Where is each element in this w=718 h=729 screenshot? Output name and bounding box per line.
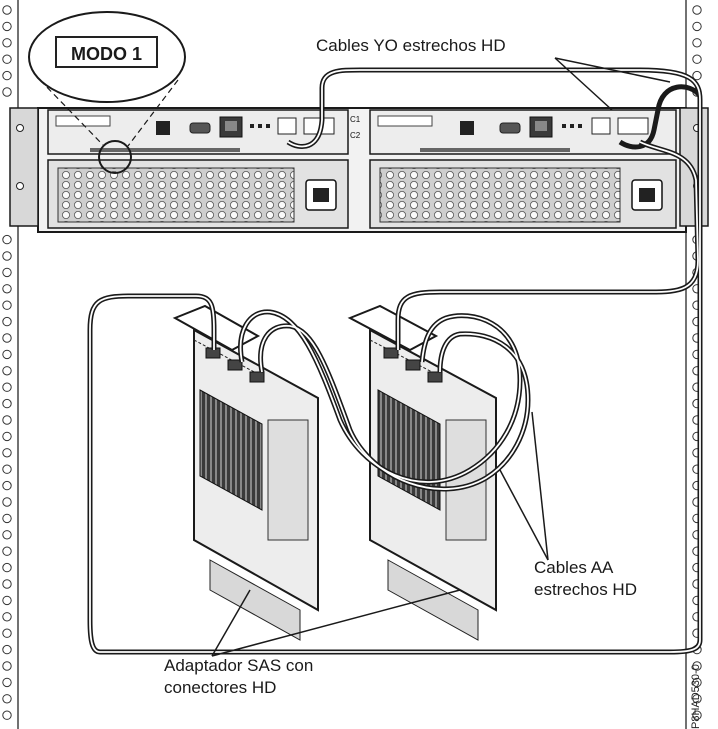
- rack-hole: [3, 334, 11, 342]
- rack-hole: [3, 531, 11, 539]
- rack-hole: [3, 465, 11, 473]
- rack-hole: [3, 498, 11, 506]
- power-supply-right: [370, 160, 676, 228]
- power-supply-left: [48, 160, 348, 228]
- sas-adapter-label-line1: Adaptador SAS con: [164, 655, 313, 677]
- aa-cables-label-line1: Cables AA: [534, 557, 637, 579]
- mode-label: MODO 1: [55, 36, 158, 68]
- rack-hole: [3, 285, 11, 293]
- rack-hole: [3, 629, 11, 637]
- rack-hole: [3, 416, 11, 424]
- rack-hole: [3, 88, 11, 96]
- rack-hole: [3, 432, 11, 440]
- aa-cables-label-line2: estrechos HD: [534, 579, 637, 601]
- rack-hole: [3, 645, 11, 653]
- rack-hole: [693, 55, 701, 63]
- rack-hole: [3, 235, 11, 243]
- sas-adapter-card-left: [175, 306, 318, 640]
- rack-hole: [3, 268, 11, 276]
- figure-code: P8HAD530-0: [690, 664, 702, 729]
- sas-adapter-label-line2: conectores HD: [164, 677, 313, 699]
- port-label-c1: C1: [350, 115, 361, 124]
- rack-hole: [3, 580, 11, 588]
- rack-hole: [693, 39, 701, 47]
- yo-cables-label: Cables YO estrechos HD: [316, 36, 506, 56]
- rack-hole: [3, 514, 11, 522]
- rack-hole: [3, 22, 11, 30]
- rack-hole: [693, 6, 701, 14]
- aa-cables-label: Cables AA estrechos HD: [534, 557, 637, 601]
- port-label-c2: C2: [350, 131, 361, 140]
- rack-hole: [3, 711, 11, 719]
- rack-hole: [693, 22, 701, 30]
- rack-hole: [3, 449, 11, 457]
- rack-hole: [3, 596, 11, 604]
- rack-hole: [3, 563, 11, 571]
- rack-hole: [3, 662, 11, 670]
- rack-hole: [3, 6, 11, 14]
- rack-hole: [3, 481, 11, 489]
- rack-hole: [3, 613, 11, 621]
- storage-enclosure: C1 C2: [10, 108, 708, 232]
- rack-hole: [3, 39, 11, 47]
- rack-hole: [3, 317, 11, 325]
- rack-hole: [3, 547, 11, 555]
- rack-hole: [3, 55, 11, 63]
- rack-hole: [3, 252, 11, 260]
- rack-hole: [3, 399, 11, 407]
- rack-hole: [3, 383, 11, 391]
- rack-hole: [3, 678, 11, 686]
- sas-adapter-label: Adaptador SAS con conectores HD: [164, 655, 313, 699]
- rack-hole: [3, 367, 11, 375]
- rack-hole: [3, 301, 11, 309]
- rack-hole: [3, 350, 11, 358]
- rack-hole: [3, 71, 11, 79]
- rack-hole: [3, 695, 11, 703]
